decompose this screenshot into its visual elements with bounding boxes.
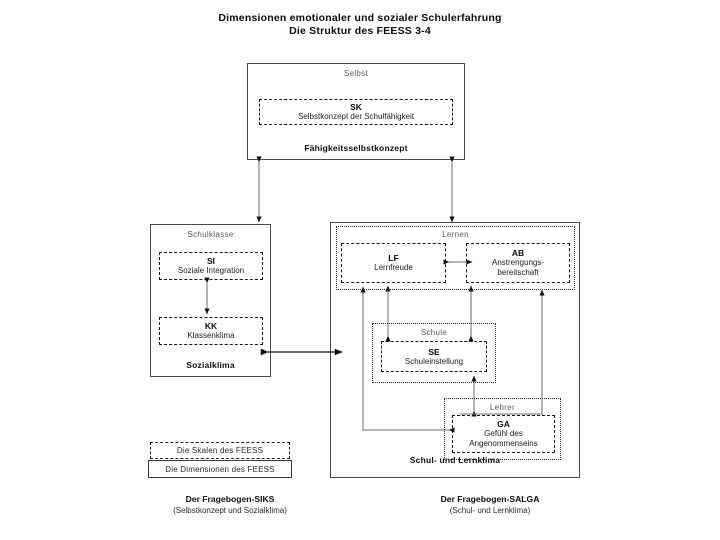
legend-scales[interactable]: Die Skalen des FEESS [150,442,290,459]
scale-se-name: Schuleinstellung [404,356,464,366]
dimension-selbst-footer: Fähigkeitsselbstkonzept [304,143,408,153]
scale-sk-code: SK [350,102,362,112]
scale-kk-code: KK [204,321,218,331]
title-line-2: Die Struktur des FEESS 3-4 [289,25,431,37]
scale-lf[interactable]: LF Lernfreude [341,243,446,283]
dimension-selbst-header: Selbst [343,69,369,78]
page-title: Dimensionen emotionaler und sozialer Sch… [0,12,720,38]
scale-ab[interactable]: AB Anstrengungs- bereitschaft [466,243,570,283]
caption-left-subtitle: (Selbstkonzept und Sozialklima) [173,506,287,515]
scale-kk-name: Klassenklima [187,331,235,340]
legend-dimensions[interactable]: Die Dimensionen des FEESS [148,460,292,478]
group-lernen-header: Lernen [442,230,469,239]
scale-si[interactable]: SI Soziale Integration [159,252,263,280]
group-lehrer-header: Lehrer [490,403,515,412]
caption-right-subtitle: (Schul- und Lernklima) [449,506,531,515]
scale-ab-name-line2: bereitschaft [497,268,539,277]
group-lernen[interactable]: Lernen [336,226,575,290]
scale-ga-code: GA [497,419,510,429]
scale-ga[interactable]: GA Gefühl des Angenommenseins [452,415,555,453]
title-line-1: Dimensionen emotionaler und sozialer Sch… [218,12,502,24]
caption-left: Der Fragebogen-SIKS (Selbstkonzept und S… [140,494,320,516]
dimension-schulklasse[interactable]: Schulklasse Sozialklima [150,224,271,377]
dimension-schulklasse-header: Schulklasse [187,230,234,239]
caption-right-title: Der Fragebogen-SALGA [440,494,540,504]
scale-ga-name-line2: Angenommenseins [469,439,538,448]
scale-lf-name: Lernfreude [374,263,413,272]
scale-se-code: SE [428,346,440,357]
caption-left-title: Der Fragebogen-SIKS [185,494,275,504]
dimension-schulklasse-footer: Sozialklima [186,360,235,370]
scale-sk-name: Selbstkonzept der Schulfähigkeit [297,112,415,121]
scale-ab-name: Anstrengungs- [491,258,545,267]
scale-si-name: Soziale Integration [177,266,245,275]
scale-lf-code: LF [388,253,399,263]
scale-sk[interactable]: SK Selbstkonzept der Schulfähigkeit [259,99,453,125]
scale-si-code: SI [206,256,216,266]
scale-ga-name: Gefühl des [484,429,523,438]
scale-se[interactable]: SE Schuleinstellung [381,341,487,372]
scale-kk[interactable]: KK Klassenklima [159,317,263,345]
dimension-selbst[interactable]: Selbst Fähigkeitsselbstkonzept [247,63,465,160]
caption-right: Der Fragebogen-SALGA (Schul- und Lernkli… [390,494,590,516]
group-schule-header: Schule [420,328,448,337]
dimension-schul-und-lernklima-footer: Schul- und Lernklima [409,455,501,465]
scale-ab-code: AB [511,248,525,258]
